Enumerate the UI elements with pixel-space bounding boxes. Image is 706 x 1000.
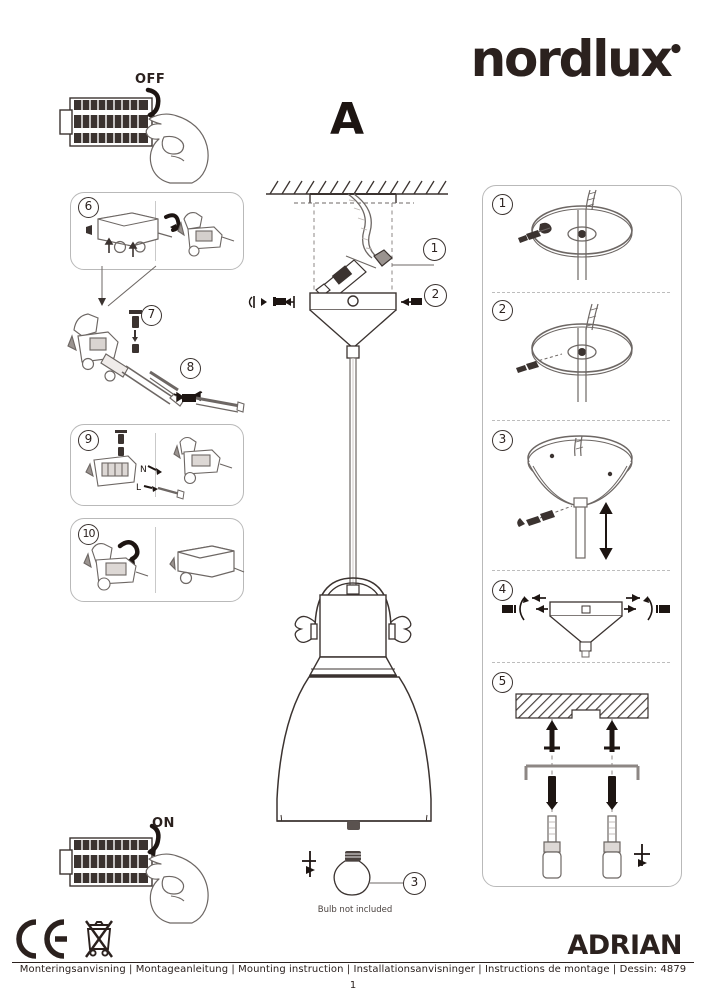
lamp-assembly-drawing <box>248 170 468 870</box>
bulb-illustration <box>300 845 420 900</box>
step-10-illustration <box>83 528 245 598</box>
svg-text:L: L <box>136 483 141 493</box>
step-number-10: 10 <box>78 524 99 545</box>
step-separator <box>492 420 670 421</box>
ce-mark <box>16 919 67 959</box>
panel-divider <box>155 527 156 593</box>
step-5-illustration <box>496 690 672 880</box>
bulb-note: Bulb not included <box>317 905 393 915</box>
step-number-2: 2 <box>492 300 513 321</box>
svg-text:N: N <box>140 465 147 475</box>
step-separator <box>492 292 670 293</box>
step-2-illustration <box>500 300 670 410</box>
footer-languages: Monteringsanvisning | Montageanleitung |… <box>19 964 687 975</box>
step-number-4: 4 <box>492 580 513 601</box>
step-7-illustration <box>66 300 236 410</box>
on-label: ON <box>152 816 175 831</box>
step-number-1: 1 <box>492 194 513 215</box>
step-number-9: 9 <box>78 430 99 451</box>
step-number-3: 3 <box>492 430 513 451</box>
step-number-5: 5 <box>492 672 513 693</box>
product-name: ADRIAN <box>567 930 682 961</box>
page-number: 1 <box>349 980 357 991</box>
step-4-illustration <box>498 578 674 658</box>
step-1-illustration <box>500 189 670 290</box>
step-separator <box>492 570 670 571</box>
step-separator <box>492 662 670 663</box>
weee-crossed-bin <box>85 920 113 958</box>
brand-dot: • <box>667 35 685 66</box>
model-variant-label: A <box>330 94 365 145</box>
step-3-illustration <box>500 430 670 561</box>
step-6-leader-line <box>88 262 178 322</box>
step-number-7: 7 <box>141 305 162 326</box>
step-number-6: 6 <box>78 197 99 218</box>
step-8-illustration <box>149 352 260 413</box>
step-9-illustration: N L <box>84 430 236 500</box>
off-label: OFF <box>135 72 166 87</box>
callout-3: 3 <box>403 872 426 895</box>
brand-name: nordlux <box>470 30 673 88</box>
footer-divider <box>12 962 694 963</box>
callout-1: 1 <box>423 238 446 261</box>
compliance-marks <box>14 916 124 962</box>
nordlux-logo: nordlux• <box>471 34 685 84</box>
panel-divider <box>155 433 156 497</box>
breaker-on-illustration <box>52 802 242 927</box>
breaker-off-illustration <box>52 62 242 187</box>
step-number-8: 8 <box>180 358 201 379</box>
callout-2: 2 <box>424 284 447 307</box>
step-6-illustration <box>84 205 235 263</box>
